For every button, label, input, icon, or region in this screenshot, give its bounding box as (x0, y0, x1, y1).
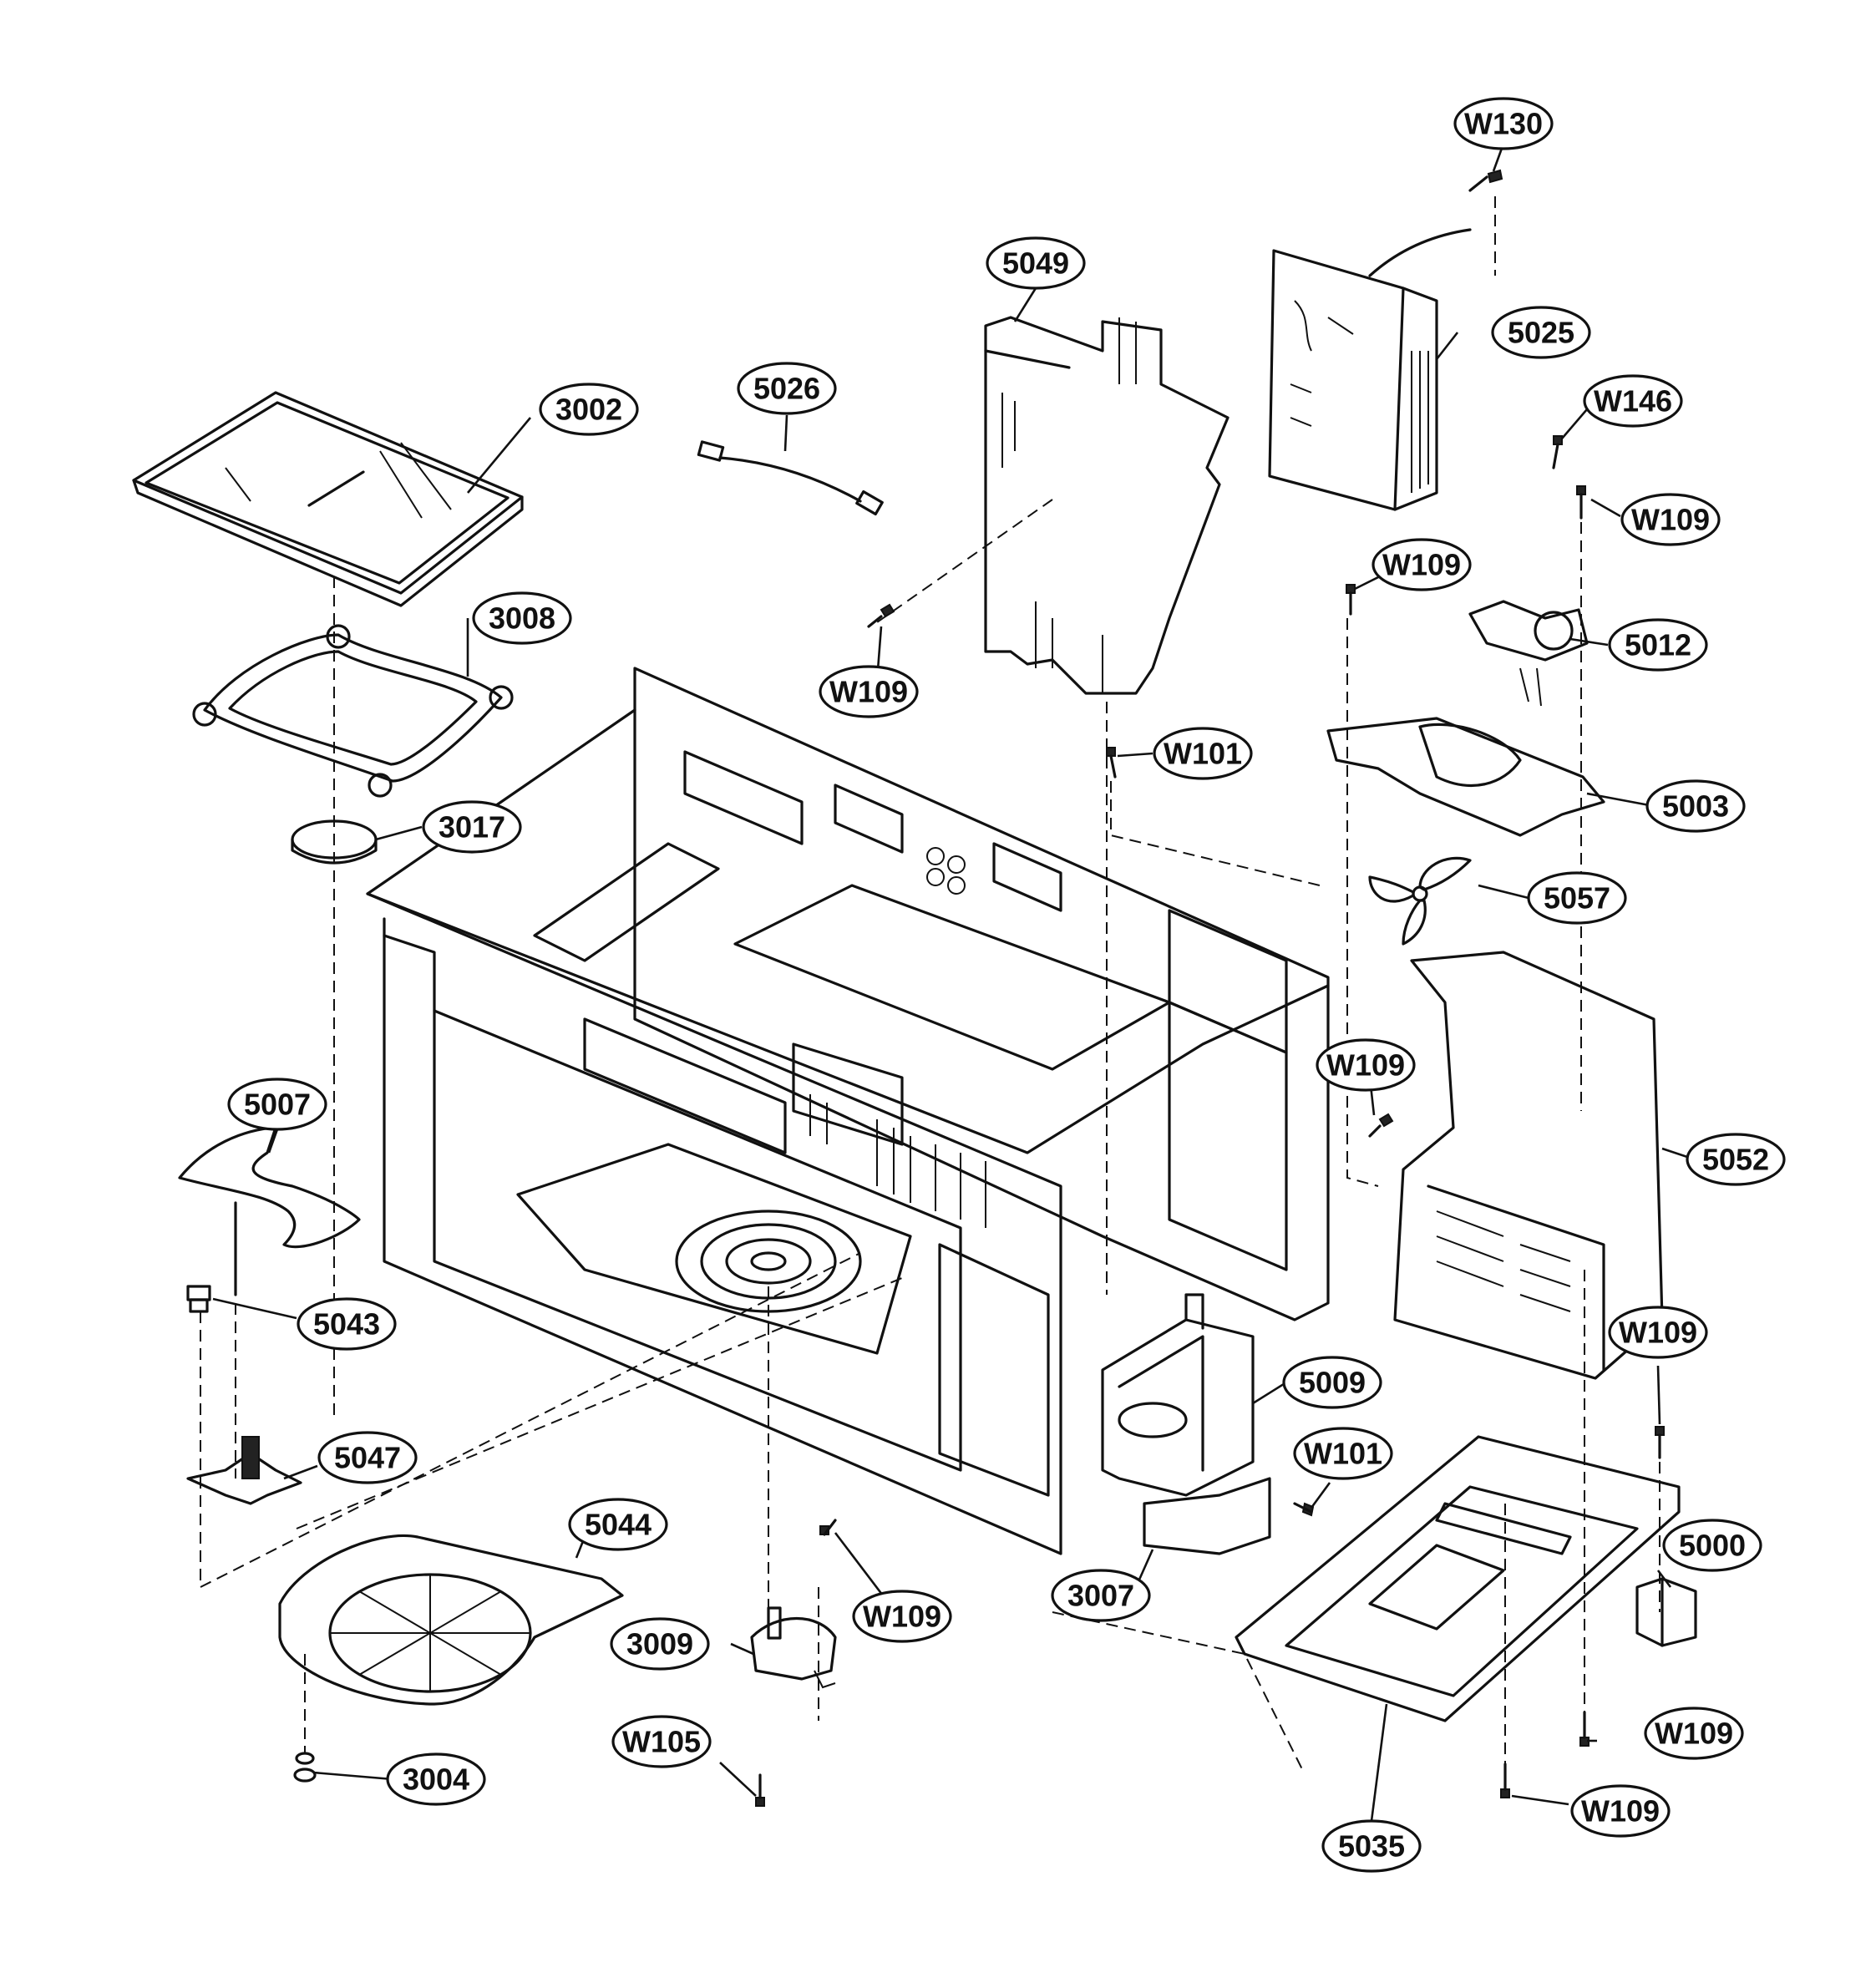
assembly-guide-lines (200, 196, 1661, 1772)
callout-w130[interactable]: W130 (1453, 97, 1554, 150)
part-5035-base-plate (1235, 1435, 1681, 1722)
part-5012-thermal (1468, 600, 1589, 707)
callout-3004[interactable]: 3004 (386, 1752, 486, 1806)
callout-label: 5052 (1702, 1143, 1769, 1177)
callout-3007[interactable]: 3007 (1051, 1569, 1151, 1622)
callout-5047[interactable]: 5047 (317, 1431, 418, 1484)
part-3002-glass-tray (132, 391, 524, 607)
callout-label: 5047 (334, 1441, 401, 1475)
callout-label: 5043 (313, 1307, 380, 1342)
part-5000-terminal (1635, 1577, 1697, 1647)
callout-5057[interactable]: 5057 (1527, 871, 1627, 925)
screws (755, 169, 1665, 1807)
callout-5007[interactable]: 5007 (227, 1078, 327, 1131)
part-5052-vent (1393, 951, 1664, 1380)
callout-label: W105 (622, 1725, 701, 1759)
callout-label: 5035 (1338, 1829, 1405, 1864)
callout-label: 3002 (555, 393, 622, 427)
callout-5003[interactable]: 5003 (1645, 779, 1746, 833)
callout-label: W109 (1619, 1316, 1697, 1350)
callout-label: 5009 (1299, 1366, 1366, 1400)
callout-w146[interactable]: W146 (1583, 374, 1683, 428)
callout-label: 5012 (1625, 628, 1691, 662)
callout-5026[interactable]: 5026 (737, 362, 837, 415)
part-3008-roller-ring (192, 624, 514, 798)
part-cavity-cabinet (366, 667, 1330, 1555)
callout-label: 5003 (1662, 789, 1729, 824)
callout-5049[interactable]: 5049 (986, 236, 1086, 290)
part-5009-magnetron (1101, 1293, 1255, 1497)
callout-label: W109 (1326, 1048, 1405, 1083)
callout-w109-e[interactable]: W109 (1608, 1306, 1708, 1359)
callout-w101-b[interactable]: W101 (1293, 1427, 1393, 1480)
callout-label: 5000 (1679, 1529, 1746, 1563)
callout-5044[interactable]: 5044 (568, 1498, 668, 1551)
part-5043-nut (186, 1285, 211, 1313)
callout-label: W109 (1655, 1717, 1733, 1751)
callout-label: 3009 (626, 1627, 693, 1661)
part-5026-wire (697, 440, 884, 516)
callout-label: 5044 (585, 1508, 652, 1542)
callout-5043[interactable]: 5043 (297, 1297, 397, 1351)
part-5044-stirrer-cover (278, 1534, 624, 1706)
callout-3008[interactable]: 3008 (472, 591, 572, 645)
callout-5000[interactable]: 5000 (1662, 1519, 1762, 1572)
callout-w101-a[interactable]: W101 (1153, 727, 1253, 780)
callout-w109-d[interactable]: W109 (1316, 1038, 1416, 1092)
part-3004-washer (293, 1752, 317, 1783)
callout-label: W146 (1594, 384, 1672, 418)
callout-label: 5026 (753, 372, 820, 406)
callout-label: 3017 (439, 810, 505, 845)
part-3009-motor (750, 1606, 837, 1689)
callout-label: W130 (1464, 107, 1543, 141)
callout-label: 3008 (489, 601, 555, 636)
part-5047-hub (186, 1436, 302, 1505)
callout-label: 5049 (1002, 246, 1069, 281)
callout-5035[interactable]: 5035 (1321, 1819, 1422, 1873)
callout-label: W109 (829, 675, 908, 709)
callout-label: 3004 (403, 1763, 469, 1797)
callout-label: W109 (1382, 548, 1461, 582)
callout-w109-g[interactable]: W109 (1644, 1707, 1744, 1760)
callout-label: W109 (863, 1600, 941, 1634)
callout-label: 3007 (1067, 1579, 1134, 1613)
callout-label: W101 (1304, 1437, 1382, 1471)
callout-w105[interactable]: W105 (611, 1715, 712, 1768)
callout-label: 5025 (1508, 316, 1574, 350)
callout-5009[interactable]: 5009 (1282, 1356, 1382, 1409)
callout-label: W101 (1164, 737, 1242, 771)
callout-5052[interactable]: 5052 (1686, 1133, 1786, 1186)
part-5049-cover (984, 316, 1230, 695)
callout-5012[interactable]: 5012 (1608, 618, 1708, 672)
callout-label: 5057 (1544, 881, 1610, 916)
callout-label: W109 (1631, 503, 1710, 537)
part-5025-pcb (1268, 228, 1472, 511)
part-5057-fan-blade (1368, 856, 1472, 946)
callout-5025[interactable]: 5025 (1491, 306, 1591, 359)
callout-w109-a[interactable]: W109 (1620, 493, 1721, 546)
callout-3009[interactable]: 3009 (610, 1617, 710, 1671)
part-3007-waveguide (1143, 1477, 1271, 1555)
callout-w109-c[interactable]: W109 (819, 665, 919, 718)
callout-3002[interactable]: 3002 (539, 383, 639, 436)
part-5003-fan-bracket (1326, 717, 1605, 837)
callout-w109-f[interactable]: W109 (852, 1590, 952, 1643)
callout-3017[interactable]: 3017 (422, 800, 522, 854)
callout-label: W109 (1581, 1794, 1660, 1829)
callout-w109-b[interactable]: W109 (1372, 538, 1472, 591)
callout-label: 5007 (244, 1088, 311, 1122)
callout-w109-h[interactable]: W109 (1570, 1784, 1671, 1838)
